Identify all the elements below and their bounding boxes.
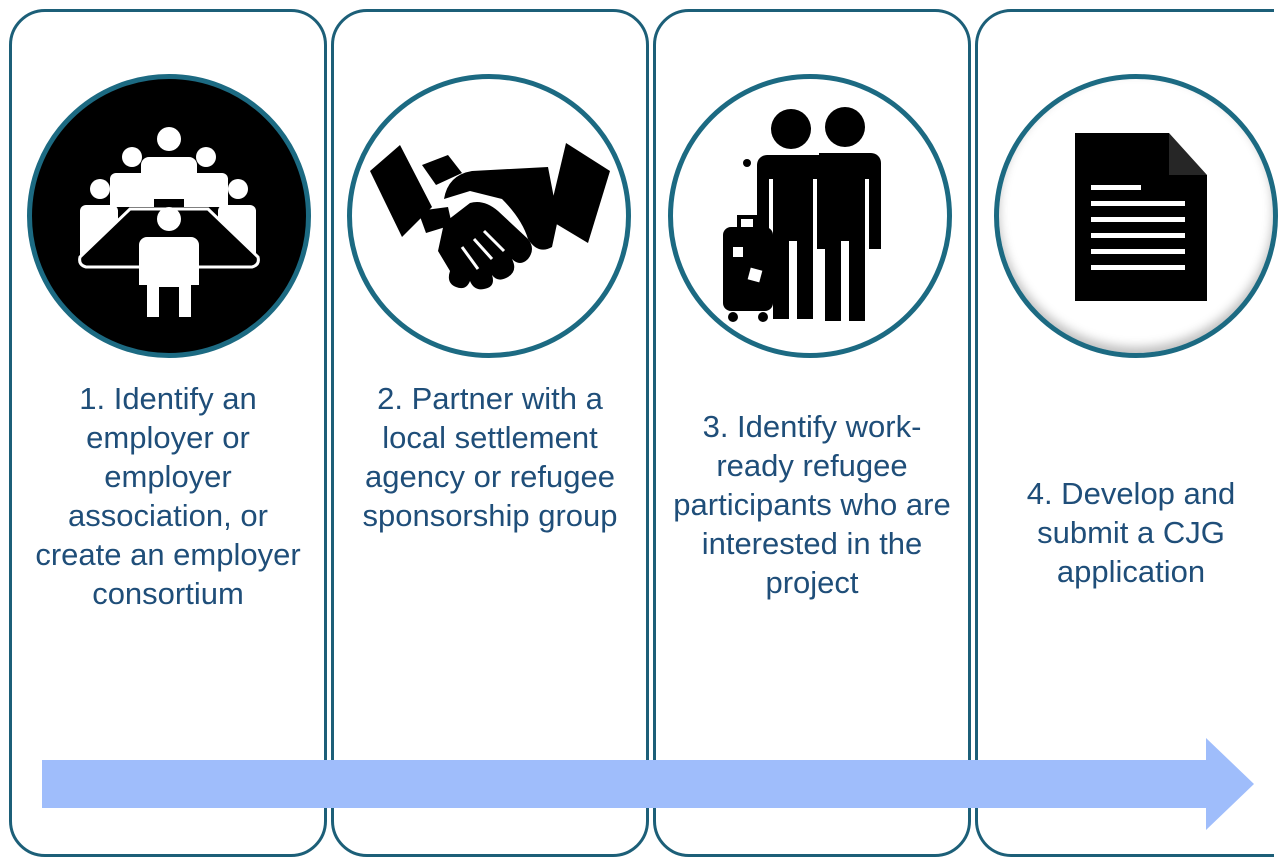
step-icon-circle-3	[668, 74, 952, 358]
step-icon-circle-4	[994, 74, 1278, 358]
step-card-3: 3. Identify work-ready refugee participa…	[653, 9, 971, 857]
progress-arrow	[42, 738, 1254, 830]
handshake-icon	[370, 143, 610, 290]
step-card-4: 4. Develop and submit a CJG application	[975, 9, 1278, 857]
step-4-text: 4. Develop and submit a CJG application	[1026, 476, 1236, 589]
step-3-text: 3. Identify work-ready refugee participa…	[673, 409, 951, 600]
step-card-1: 1. Identify an employer or employer asso…	[9, 9, 327, 857]
travelers-luggage-icon	[723, 107, 881, 322]
step-2-text: 2. Partner with a local settlement agenc…	[362, 381, 618, 533]
document-icon	[1075, 133, 1207, 301]
step-icon-circle-2	[347, 74, 631, 358]
step-1-text: 1. Identify an employer or employer asso…	[35, 381, 301, 611]
step-card-2: 2. Partner with a local settlement agenc…	[331, 9, 649, 857]
meeting-group-icon	[78, 127, 260, 317]
step-icon-circle-1	[27, 74, 311, 358]
